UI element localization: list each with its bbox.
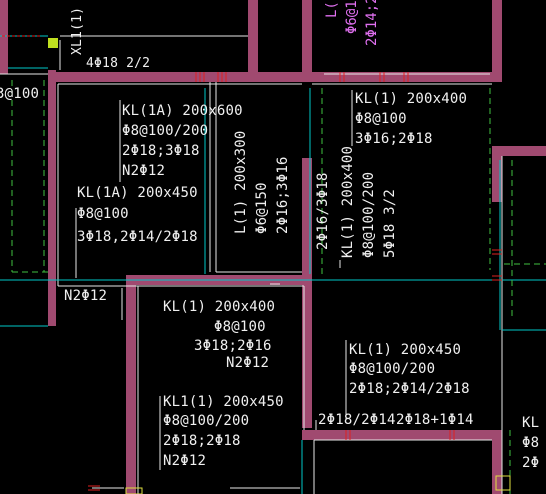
wall-segment [302,0,312,82]
beam-label-partial-magenta: L(1 [324,0,340,18]
beam-stirrup-label-magenta: Φ6@15 [344,0,360,34]
beam-label-kl1-400-top: KL(1) 200x400 [355,91,468,107]
beam-label-xl1: XL1(1) [70,6,85,55]
beam-label-kl1-400-lower: KL(1) 200x400 [163,299,276,315]
wall-segment [248,0,258,82]
beam-stirrup-label: Φ8@100 [214,319,266,335]
beam-stirrup-label: Φ6@150 [254,182,270,234]
wall-segment [492,146,502,202]
stirrup-label-partial: 3@100 [0,86,40,102]
beam-rebar-label: 5Φ18 3/2 [382,188,398,258]
wall-segment [126,275,136,494]
beam-rebar-label: 2Φ18;2Φ18 [163,433,241,449]
beam-label-l1-300: L(1) 200x300 [233,130,249,234]
beam-rebar-label-partial: 2Φ [522,455,540,471]
beam-rebar-label: 4Φ18 2/2 [86,56,151,71]
beam-stirrup-label: Φ8@100/200 [122,123,209,139]
wall-segment [312,72,502,82]
rebar-markers [2,35,502,491]
wall-segment [492,430,502,494]
axis-lines [0,35,546,494]
beam-stirrup-label: Φ8@100 [77,206,129,222]
beam-stirrup-label: Φ8@100/200 [361,171,377,258]
wall-segment [302,158,312,428]
beam-stirrup-label: Φ8@100/200 [163,413,250,429]
wall-segment [302,430,498,440]
beam-label-partial-right: KL [522,415,540,431]
beam-rebar-label-magenta: 2Φ14;2 [364,0,380,46]
beam-rebar-label: 2Φ18/2Φ14 [318,412,396,428]
wall-segment [492,0,502,82]
beam-label-kl1-1-450: KL1(1) 200x450 [163,394,284,410]
wall-segment [492,146,546,156]
beam-stirrup-label: Φ8@100 [355,111,407,127]
beam-label-kl1-400-vertical: KL(1) 200x400 [340,145,356,258]
beam-label-kl1-450: KL(1) 200x450 [349,342,462,358]
beam-rebar-label: 2Φ18;2Φ14/2Φ18 [349,381,470,397]
beam-label-kl1a-450: KL(1A) 200x450 [77,185,198,201]
beam-label-kl1a-600: KL(1A) 200x600 [122,103,243,119]
beam-rebar-label: 2Φ18+1Φ14 [396,412,474,428]
beam-waist-label: N2Φ12 [122,163,166,179]
beam-rebar-label: 2Φ18;3Φ18 [122,143,200,159]
beam-lines [0,35,503,494]
leader-lines [75,90,353,470]
grip-highlight[interactable] [48,38,58,48]
beam-rebar-label: 3Φ18,2Φ14/2Φ18 [77,229,198,245]
beam-waist-label: N2Φ12 [226,355,270,371]
wall-segment [248,72,314,82]
beam-stirrup-label-partial: Φ8 [522,435,540,451]
beam-waist-label: N2Φ12 [163,453,207,469]
beam-rebar-label: 3Φ16;2Φ18 [355,131,433,147]
beam-waist-label: N2Φ12 [64,288,108,304]
grip-marker[interactable] [125,487,143,494]
beam-rebar-label: 3Φ18;2Φ16 [194,338,272,354]
grip-marker[interactable] [495,475,511,491]
beam-rebar-label-vertical: 2Φ16/3Φ18 [315,172,331,250]
wall-segment [48,70,56,326]
wall-segment [0,0,8,74]
wall-segment [48,72,248,82]
beam-rebar-label: 2Φ16;3Φ16 [275,156,291,234]
beam-stirrup-label: Φ8@100/200 [349,361,436,377]
